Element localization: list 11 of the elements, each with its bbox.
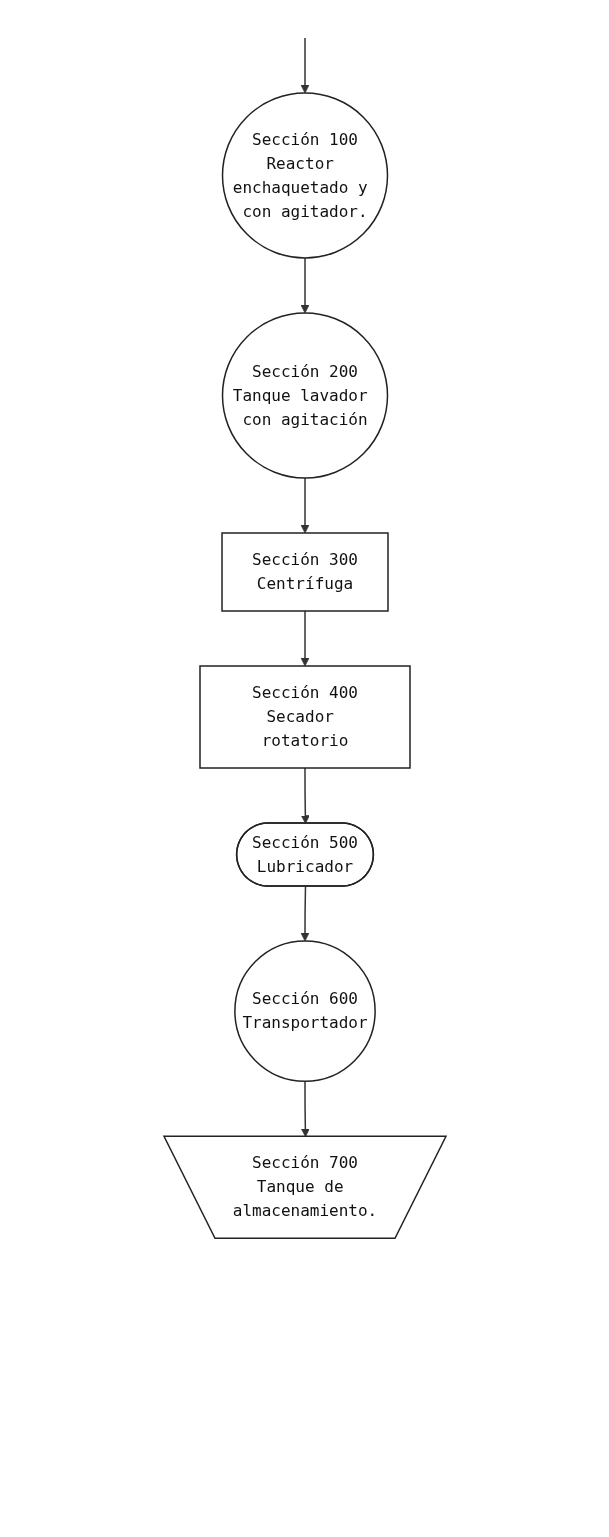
node-box: Sección 300 Centrífuga	[220, 532, 389, 612]
node-circle: Sección 100 Reactor enchaquetado y con agitador.	[221, 92, 388, 259]
arrow	[300, 885, 309, 942]
node-circle: Sección 200 Tanque lavador con agitación	[221, 312, 388, 479]
arrow	[300, 610, 309, 667]
arrow	[300, 477, 309, 534]
arrow	[300, 37, 309, 94]
arrow	[300, 767, 310, 824]
arrow	[300, 257, 309, 314]
node-circle: Sección 600 Transportador	[233, 940, 376, 1082]
node-box: Sección 400 Secador rotatorio	[198, 665, 411, 769]
